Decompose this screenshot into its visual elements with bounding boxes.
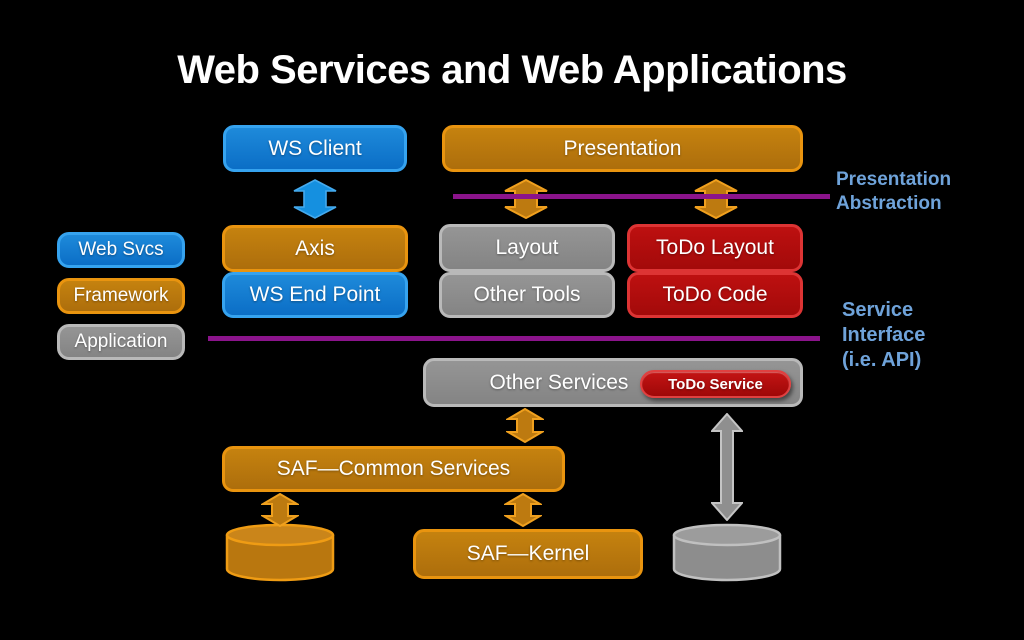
presentation-abstraction-label: Presentation Abstraction — [836, 168, 951, 216]
saf-kernel-box: SAF—Kernel — [413, 529, 643, 579]
ws-end-point-box: WS End Point — [222, 272, 408, 318]
todo-layout-box: ToDo Layout — [627, 224, 803, 272]
orange-double-arrow-icon — [506, 408, 544, 443]
other-services-label: Other Services — [489, 370, 629, 394]
other-tools-box: Other Tools — [439, 272, 615, 318]
legend-web-svcs: Web Svcs — [57, 232, 185, 268]
legend-application: Application — [57, 324, 185, 360]
todo-code-box: ToDo Code — [627, 272, 803, 318]
legend-framework: Framework — [57, 278, 185, 314]
layout-box: Layout — [439, 224, 615, 272]
blue-double-arrow-icon — [293, 179, 337, 219]
presentation-abstraction-divider — [453, 194, 830, 199]
other-services-box: Other Services ToDo Service — [423, 358, 803, 407]
orange-double-arrow-icon — [261, 493, 299, 527]
ws-client-box: WS Client — [223, 125, 407, 172]
saf-datastore-cylinder-icon — [225, 523, 335, 582]
axis-box: Axis — [222, 225, 408, 272]
gray-double-arrow-icon — [711, 413, 743, 521]
annotation-line: Interface — [842, 324, 926, 346]
service-interface-label: Service Interface (i.e. API) — [842, 298, 925, 373]
orange-double-arrow-icon — [504, 493, 542, 527]
annotation-line: (i.e. API) — [842, 349, 922, 371]
annotation-line: Abstraction — [836, 193, 942, 214]
orange-double-arrow-icon — [694, 179, 738, 219]
annotation-line: Service — [842, 299, 914, 321]
app-datastore-cylinder-icon — [672, 523, 782, 582]
saf-common-services-box: SAF—Common Services — [222, 446, 565, 492]
orange-double-arrow-icon — [504, 179, 548, 219]
presentation-box: Presentation — [442, 125, 803, 172]
slide-title: Web Services and Web Applications — [177, 48, 847, 92]
annotation-line: Presentation — [836, 169, 952, 190]
todo-service-button: ToDo Service — [640, 370, 791, 398]
service-interface-divider — [208, 336, 820, 341]
